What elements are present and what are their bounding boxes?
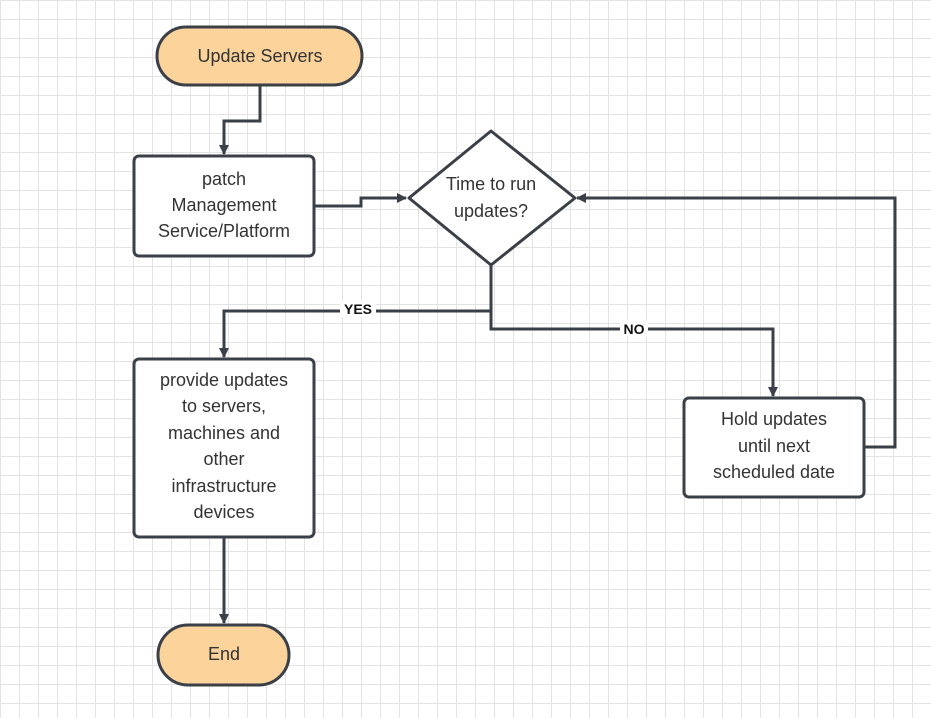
- hold-updates-box: Hold updates until next scheduled date: [682, 396, 866, 499]
- edge-label-no: NO: [624, 321, 645, 337]
- edge-label-yes-group: YES: [340, 301, 376, 317]
- patch-label-line-3: Service/Platform: [158, 221, 290, 241]
- connector-patch-to-decision: [314, 193, 407, 208]
- patch-label-line-1: patch: [202, 169, 246, 189]
- provide-label-line-4: other: [203, 449, 244, 469]
- start-label: Update Servers: [197, 46, 322, 66]
- decision-label-line-1: Time to run: [446, 174, 536, 194]
- end-label: End: [208, 644, 240, 664]
- patch-process-box: patch Management Service/Platform: [132, 154, 316, 258]
- hold-label-line-2: until next: [738, 436, 810, 456]
- provide-label-line-1: provide updates: [160, 370, 288, 390]
- provide-label-line-5: infrastructure: [171, 476, 276, 496]
- hold-label-line-1: Hold updates: [721, 409, 827, 429]
- decision-label-line-2: updates?: [454, 201, 528, 221]
- provide-label-line-3: machines and: [168, 423, 280, 443]
- patch-label-line-2: Management: [171, 195, 276, 215]
- provide-updates-box: provide updates to servers, machines and…: [132, 357, 316, 539]
- provide-label-line-2: to servers,: [182, 396, 266, 416]
- connector-hold-loop-back: [576, 193, 897, 449]
- start-terminal: Update Servers: [155, 25, 364, 87]
- connector-start-to-patch: [219, 85, 262, 155]
- decision-diamond: Time to run updates?: [407, 129, 577, 267]
- edge-label-yes: YES: [344, 301, 372, 317]
- provide-label-line-6: devices: [193, 502, 254, 522]
- end-terminal: End: [156, 623, 291, 687]
- connectors: [219, 85, 897, 624]
- hold-label-line-3: scheduled date: [713, 462, 835, 482]
- edge-label-no-group: NO: [620, 320, 648, 337]
